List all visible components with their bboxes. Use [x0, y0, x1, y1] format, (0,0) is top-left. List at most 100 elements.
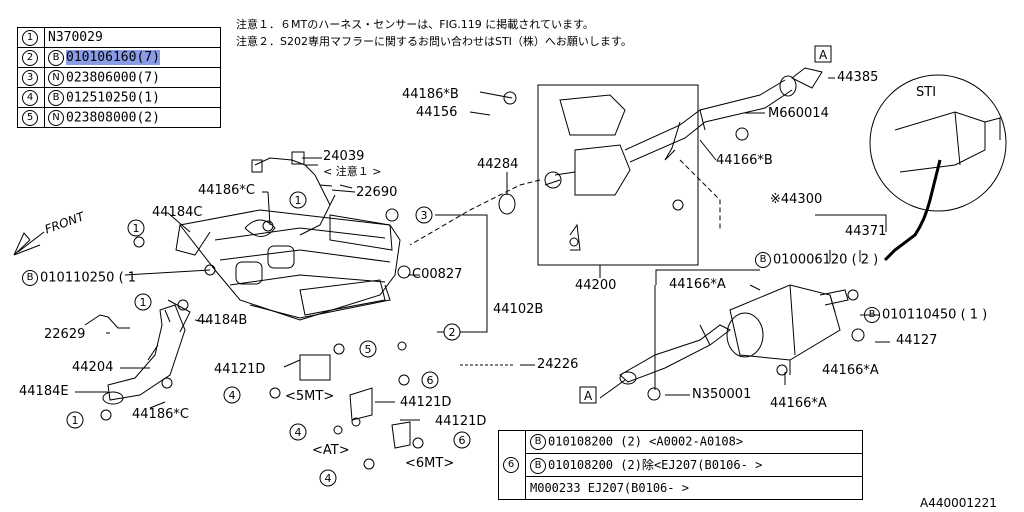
row-number: 4 [22, 89, 38, 106]
label-44121d-c[interactable]: 44121D [435, 414, 487, 429]
label-44121d-a[interactable]: 44121D [214, 362, 266, 377]
label-44300[interactable]: ※44300 [770, 192, 823, 207]
prefix-badge: B [530, 457, 546, 474]
prefix-badge: B [864, 307, 880, 323]
callout-4-a [223, 386, 241, 404]
svg-text:3: 3 [421, 209, 428, 222]
label-44184b[interactable]: 44184B [197, 313, 248, 328]
front-pipe-drawing [102, 299, 191, 405]
row-number: 2 [22, 49, 38, 66]
rear-muffler-drawing [619, 284, 849, 385]
exhaust-manifold-drawing [175, 209, 401, 321]
callout-5 [359, 340, 377, 358]
label-24039[interactable]: 24039 [323, 149, 365, 164]
label-22690[interactable]: 22690 [356, 185, 398, 200]
callout-1-d [66, 411, 84, 429]
reference-box-a-top [814, 45, 832, 63]
svg-text:6: 6 [459, 434, 466, 447]
label-6mt: <6MT> [405, 456, 455, 471]
label-n350001[interactable]: N350001 [692, 387, 752, 402]
svg-text:1: 1 [133, 222, 140, 235]
prefix-badge: N [48, 69, 64, 86]
svg-text:6: 6 [427, 374, 434, 387]
center-pipe-drawing [537, 67, 823, 266]
prefix-badge: B [755, 252, 771, 268]
label-44166b[interactable]: 44166*B [716, 153, 773, 168]
label-44186c-bottom[interactable]: 44186*C [132, 407, 189, 422]
label-44166a-1[interactable]: 44166*A [669, 277, 726, 292]
label-44371[interactable]: 44371 [845, 224, 887, 239]
part-code: 012510250(1) [66, 90, 160, 105]
sti-muffler-detail-drawing [869, 74, 1007, 262]
note-1: 注意１．６MTのハーネス・センサーは、FIG.119 に掲載されています。 [236, 18, 594, 31]
callout-6-b [453, 431, 471, 449]
label-44284[interactable]: 44284 [477, 157, 519, 172]
label-22629[interactable]: 22629 [44, 327, 86, 342]
prefix-badge: B [22, 270, 38, 286]
prefix-badge: B [48, 89, 64, 106]
label-44166a-2[interactable]: 44166*A [822, 363, 879, 378]
bolt-row-cell[interactable]: M000233 EJ207(B0106- > [525, 476, 863, 500]
prefix-badge: B [530, 434, 546, 450]
bolt-row: M000233 EJ207(B0106- > [499, 476, 863, 500]
prefix-badge: N [48, 109, 64, 126]
callout-4-b [289, 423, 307, 441]
label-m660014[interactable]: M660014 [768, 106, 829, 121]
sensor-harness-drawing [251, 151, 353, 236]
label-24039-note: < 注意１ > [323, 165, 382, 178]
figure-id: A440001221 [920, 496, 997, 510]
row-number: 5 [22, 109, 38, 126]
front-arrow-icon [13, 231, 45, 256]
label-44184c[interactable]: 44184C [152, 205, 203, 220]
label-44186b[interactable]: 44186*B [402, 87, 459, 102]
label-44102b[interactable]: 44102B [493, 302, 544, 317]
heat-shield-drawing [299, 214, 393, 316]
label-44186c-top[interactable]: 44186*C [198, 183, 255, 198]
svg-text:1: 1 [72, 414, 79, 427]
part-code-selected[interactable]: 010106160(7) [66, 50, 160, 65]
label-44166a-3[interactable]: 44166*A [770, 396, 827, 411]
oxygen-sensor-drawing [84, 314, 130, 329]
label-44127[interactable]: 44127 [896, 333, 938, 348]
leader-lines [75, 77, 890, 421]
ref-a-top: A [819, 48, 828, 62]
svg-text:4: 4 [295, 426, 302, 439]
callout-1-c [134, 293, 152, 311]
label-44200[interactable]: 44200 [575, 278, 617, 293]
row-number: 1 [22, 29, 38, 46]
label-44121d-b[interactable]: 44121D [400, 395, 452, 410]
note-2: 注意２．S202専用マフラーに関するお問い合わせはSTI（株）へお願いします。 [236, 35, 632, 48]
svg-text:4: 4 [229, 389, 236, 402]
part-code: 023808000(2) [66, 110, 160, 125]
callout-6-a [421, 371, 439, 389]
row-number: 6 [503, 457, 519, 473]
svg-text:1: 1 [295, 194, 302, 207]
label-5mt: <5MT> [285, 389, 335, 404]
fastener-drawings [100, 91, 865, 470]
callout-1-a [289, 191, 307, 209]
label-44156[interactable]: 44156 [416, 105, 458, 120]
reference-box-a-bottom [579, 386, 597, 404]
label-44385[interactable]: 44385 [837, 70, 879, 85]
callout-3 [415, 206, 433, 224]
callout-4-c [319, 469, 337, 487]
label-c00827[interactable]: C00827 [412, 267, 463, 282]
parts-row: 1 N370029 [17, 27, 221, 48]
label-44204[interactable]: 44204 [72, 360, 114, 375]
label-44184e[interactable]: 44184E [19, 384, 69, 399]
label-24226[interactable]: 24226 [537, 357, 579, 372]
